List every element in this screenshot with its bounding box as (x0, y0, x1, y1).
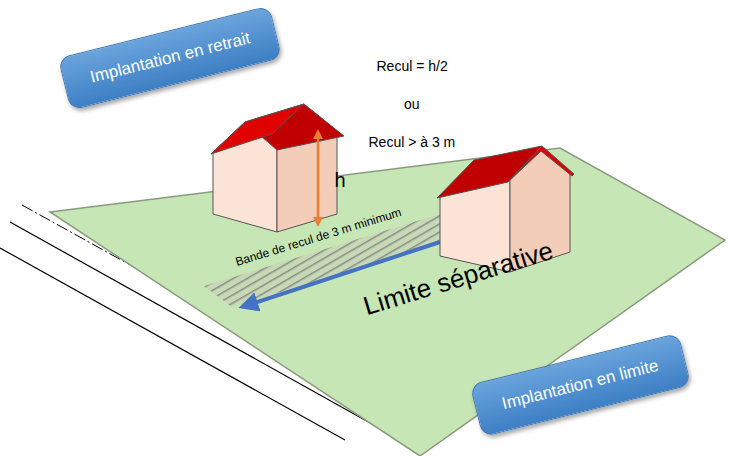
badge-text: Implantation en retrait (88, 28, 252, 87)
rule-note: Recul > à 3 m (369, 134, 456, 150)
parcel-ground (50, 148, 725, 456)
rule-note: ou (404, 96, 420, 112)
height-label: h (335, 169, 346, 192)
rule-note: Recul = h/2 (377, 58, 448, 74)
house-setback (211, 104, 344, 232)
title-badge: Implantation en retrait (58, 5, 283, 110)
